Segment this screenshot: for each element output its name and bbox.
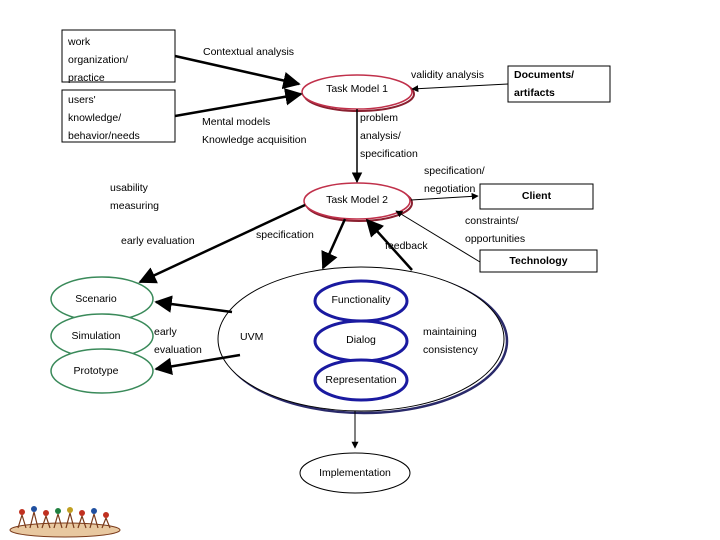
documents-label: Documents/ artifacts [514,69,575,99]
uvm-label: UVM [240,331,264,343]
validity-analysis-label: validity analysis [411,69,484,81]
client-label: Client [521,190,552,202]
simulation-label: Simulation [71,330,121,342]
contextual-analysis-label: Contextual analysis [203,46,295,58]
arrow-work-to-tm1 [174,54,301,90]
early-evaluation-top-label: early evaluation [121,235,195,247]
crowd-illustration [9,506,121,538]
scenario-label: Scenario [75,293,117,305]
technology-label: Technology [509,255,568,267]
documents-box [507,65,611,103]
functionality-label: Functionality [331,294,391,306]
maintaining-consistency-label: maintaining consistency [423,326,478,356]
specification-label: specification [256,229,314,241]
arrow-uvm-to-scenario [154,295,233,314]
arrow-tm2-client [410,192,479,201]
prototype-node [50,348,154,394]
constraints-label: constraints/ opportunities [465,215,526,245]
dialog-label: Dialog [346,334,376,346]
arrow-users-to-tm1 [174,88,303,118]
work-organization-box [61,29,176,83]
arrow-tm1-documents [411,83,509,93]
arrow-tm2-to-uvm [321,218,347,270]
implementation-label: Implementation [319,467,391,479]
feedback-label: feedback [385,240,428,252]
task-model-2-label: Task Model 2 [326,194,388,206]
client-box [479,183,594,210]
arrow-uvm-to-prototype [154,353,241,376]
work-organization-label: work organization/ practice [68,36,129,84]
mental-models-label: Mental models Knowledge acquisition [202,116,307,146]
task-model-1-label: Task Model 1 [326,83,388,95]
users-knowledge-box [61,89,176,143]
usability-measuring-label: usability measuring [110,182,160,212]
implementation-node [299,452,411,494]
specification-negotiation-label: specification/ negotiation [424,165,485,195]
arrow-uvm-to-tm2 [365,218,413,271]
representation-node [313,358,409,402]
prototype-label: Prototype [73,365,119,377]
technology-box [479,249,598,273]
users-knowledge-label: users' knowledge/ behavior/needs [68,94,140,142]
representation-label: Representation [325,374,397,386]
arrow-tm2-to-scenario [138,203,306,284]
early-evaluation-left-label: early evaluation [154,326,202,356]
arrow-technology-to-tm2 [395,210,481,263]
problem-analysis-label: problem analysis/ specification [360,112,418,160]
